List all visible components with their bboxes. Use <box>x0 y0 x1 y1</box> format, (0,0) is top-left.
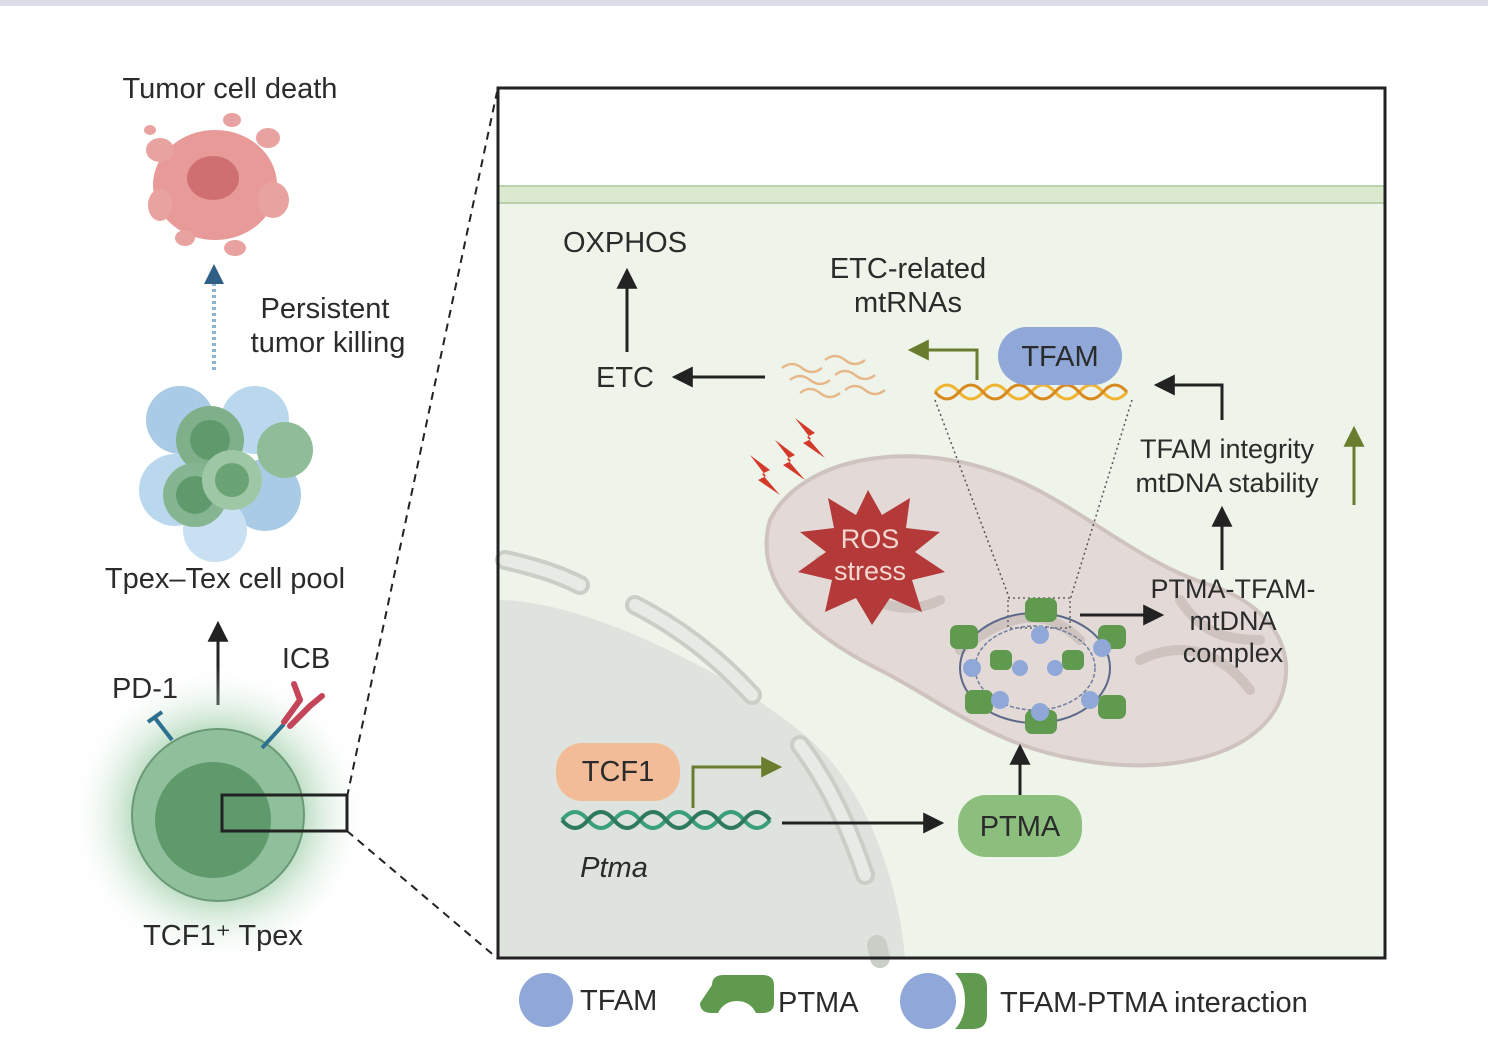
icb-antibody-icon <box>260 681 325 750</box>
integrity-label-1: TFAM integrity <box>1140 434 1315 464</box>
ptma-gene-label: Ptma <box>580 852 648 884</box>
pd1-label: PD-1 <box>112 673 178 705</box>
integrity-label-2: mtDNA stability <box>1135 468 1319 498</box>
tpex-label: TCF1⁺ Tpex <box>143 920 303 952</box>
tcf1-pill <box>556 743 680 801</box>
ptma-label: PTMA <box>980 811 1061 843</box>
pool-label: Tpex–Tex cell pool <box>105 563 345 595</box>
etc-label: ETC <box>596 362 654 394</box>
cell-pool-icon <box>139 386 313 562</box>
ros-label-1: ROS <box>841 524 900 554</box>
killing-label-1: Persistent <box>261 293 390 325</box>
killing-label-2: tumor killing <box>251 327 406 359</box>
tcf1-label: TCF1 <box>582 756 655 788</box>
transcription-arrow-mt <box>907 339 979 380</box>
etc-rna-label-2: mtRNAs <box>854 287 962 319</box>
legend-interaction-label: TFAM-PTMA interaction <box>1000 987 1308 1019</box>
legend: TFAM PTMA TFAM-PTMA interaction <box>519 973 1308 1029</box>
lightning-icon <box>750 418 825 495</box>
mtdna-helix-icon <box>933 383 1129 401</box>
pd1-receptor-icon <box>146 710 174 742</box>
legend-tfam-label: TFAM <box>580 985 657 1017</box>
zoom-line-bottom <box>346 830 498 959</box>
complex-icon <box>950 597 1126 734</box>
zoom-line-top <box>346 91 498 798</box>
tumor-cell-icon <box>144 113 289 256</box>
ros-label-2: stress <box>834 556 906 586</box>
tfam-top-label: TFAM <box>1021 341 1098 373</box>
complex-label-3: complex <box>1183 638 1284 668</box>
legend-interaction-ptma-icon <box>955 973 987 1029</box>
complex-label-1: PTMA-TFAM- <box>1151 574 1316 604</box>
integrity-to-tfam-arrow <box>1153 374 1224 420</box>
legend-ptma-label: PTMA <box>778 987 859 1019</box>
etc-rna-label-1: ETC-related <box>830 253 986 285</box>
legend-ptma-icon <box>700 975 774 1013</box>
killing-arrow <box>204 264 224 370</box>
mtrna-icon <box>781 354 886 399</box>
tfam-top-pill <box>998 327 1122 385</box>
oxphos-label: OXPHOS <box>563 227 687 259</box>
top-border <box>0 0 1488 6</box>
ptma-gene-helix-icon <box>560 810 772 830</box>
legend-interaction-tfam-icon <box>900 973 956 1029</box>
ros-stress-icon <box>798 490 945 625</box>
icb-label: ICB <box>282 643 330 675</box>
transcription-arrow-nuclear <box>691 756 783 808</box>
ptma-pill <box>958 795 1082 857</box>
tpex-cell-icon <box>68 665 368 965</box>
complex-label-2: mtDNA <box>1190 606 1277 636</box>
legend-tfam-icon <box>519 973 573 1027</box>
tumor-death-label: Tumor cell death <box>123 73 338 105</box>
zoom-dots-left <box>934 399 1011 601</box>
